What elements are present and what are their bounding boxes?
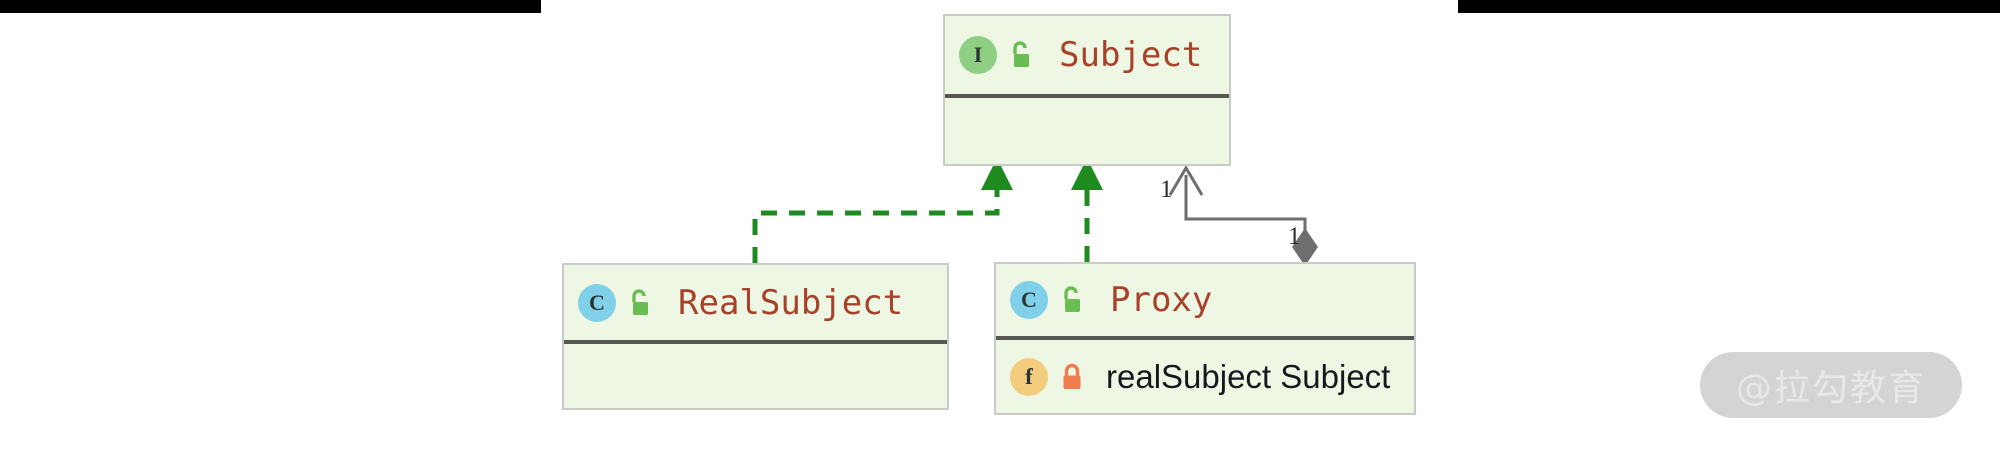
unlocked-padlock-icon	[1007, 41, 1033, 69]
class-members-proxy: f realSubject Subject	[996, 340, 1414, 413]
field-badge-icon: f	[1010, 357, 1048, 396]
class-members-subject	[945, 98, 1229, 164]
locked-padlock-icon	[1060, 363, 1084, 391]
realization-proxy-to-subject	[1071, 158, 1103, 262]
class-header-realsubject: C RealSubject	[564, 265, 947, 344]
unlocked-padlock-icon	[626, 288, 652, 317]
interface-badge-icon: I	[959, 36, 997, 74]
watermark: @拉勾教育	[1700, 352, 1962, 418]
class-badge-icon: C	[578, 283, 616, 322]
class-badge-icon: C	[1010, 281, 1048, 319]
realization-realsubject-to-subject	[752, 158, 1013, 263]
class-name-proxy: Proxy	[1110, 280, 1213, 320]
multiplicity-target-label: 1	[1160, 176, 1173, 203]
watermark-text: @拉勾教育	[1735, 368, 1926, 409]
class-members-realsubject	[564, 344, 947, 408]
class-box-subject[interactable]: I Subject	[943, 14, 1231, 166]
class-header-proxy: C Proxy	[996, 264, 1414, 340]
composition-proxy-subject	[1168, 165, 1318, 266]
class-box-realsubject[interactable]: C RealSubject	[562, 263, 949, 410]
multiplicity-source-label: 1	[1288, 223, 1301, 250]
class-name-realsubject: RealSubject	[678, 282, 904, 323]
letterbox-bar-right	[1458, 0, 2000, 13]
unlocked-padlock-icon	[1058, 286, 1084, 314]
class-name-subject: Subject	[1059, 35, 1203, 75]
letterbox-bar-left	[0, 0, 541, 13]
field-realsubject-label: realSubject Subject	[1106, 357, 1391, 395]
class-box-proxy[interactable]: C Proxy f realSubject Subject	[994, 262, 1416, 415]
class-header-subject: I Subject	[945, 16, 1229, 98]
